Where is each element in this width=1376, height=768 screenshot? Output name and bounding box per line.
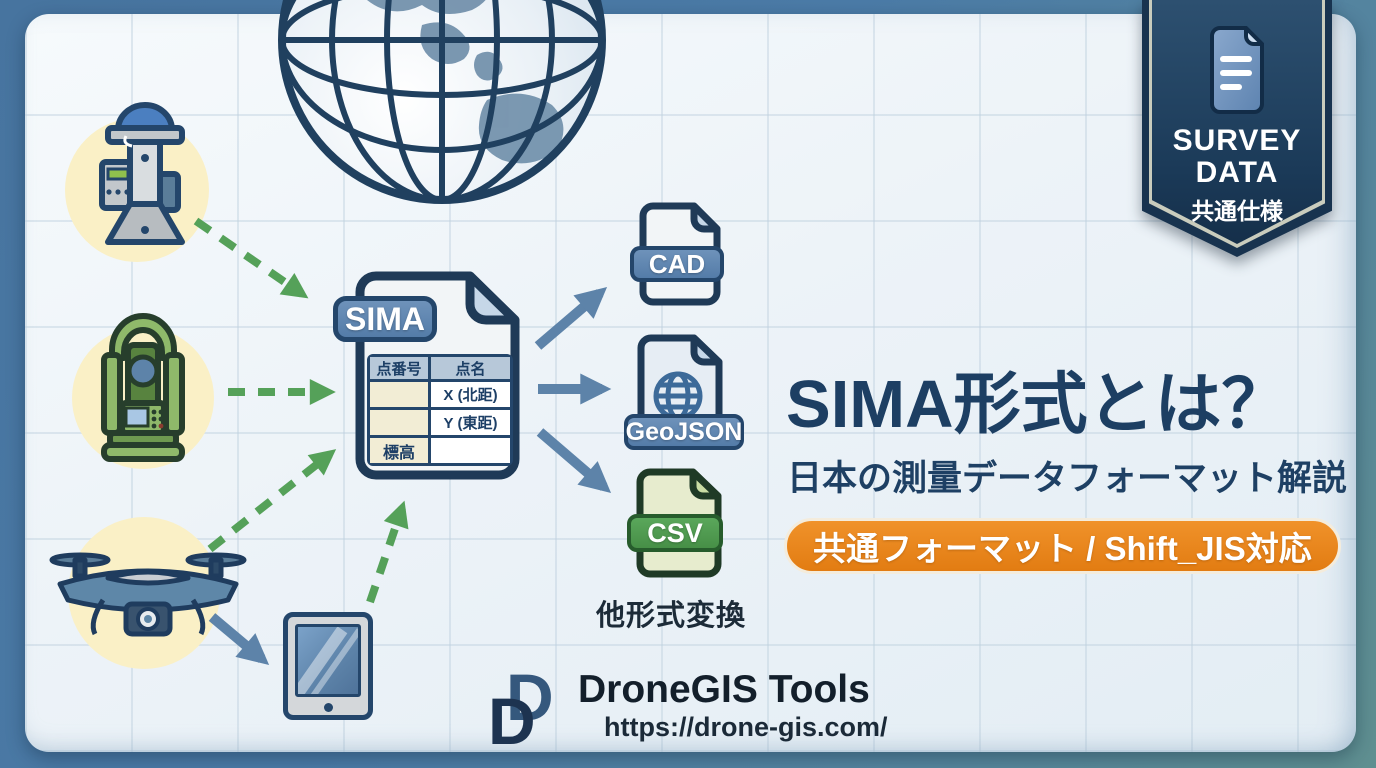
subtitle: 日本の測量データフォーマット解説	[787, 459, 1348, 498]
cad-file-icon: CAD	[630, 201, 724, 307]
globe-wireframe	[282, 0, 602, 200]
geojson-file-icon: GeoJSON	[624, 332, 744, 450]
ribbon-line-1: SURVEY	[1172, 124, 1302, 157]
tablet-icon	[283, 612, 373, 720]
svg-text:D: D	[506, 660, 554, 734]
sima-cell	[370, 382, 428, 407]
sima-cell: Y (東距)	[431, 410, 510, 435]
total-station-icon	[101, 313, 185, 462]
csv-label: CSV	[627, 514, 723, 552]
survey-data-ribbon: SURVEY DATA 共通仕様	[1142, 0, 1332, 257]
sima-cell	[431, 438, 510, 463]
globe-glyph-icon	[653, 371, 703, 421]
sima-table: 点番号 点名 X (北距) Y (東距) 標高	[367, 354, 513, 466]
ribbon-line-2: DATA	[1195, 156, 1279, 189]
brand-name: DroneGIS Tools	[578, 668, 870, 711]
sima-format-label: SIMA	[333, 296, 437, 342]
svg-text:D: D	[488, 684, 536, 750]
sima-cell: X (北距)	[431, 382, 510, 407]
sima-file-card: SIMA 点番号 点名 X (北距) Y (東距) 標高	[333, 268, 523, 483]
geojson-label: GeoJSON	[624, 414, 744, 450]
csv-file-icon: CSV	[627, 466, 723, 580]
dronegis-d-logo-icon: D D	[488, 660, 554, 750]
sima-cell	[370, 410, 428, 435]
document-icon	[1210, 26, 1264, 114]
outputs-caption: 他形式変換	[596, 600, 747, 632]
ribbon-line-3: 共通仕様	[1191, 198, 1283, 224]
green-dashed-arrows	[193, 217, 409, 604]
blue-arrows	[208, 286, 612, 665]
sima-cell: 標高	[370, 438, 428, 463]
main-title: SIMA形式とは？	[786, 367, 1289, 442]
gnss-receiver-icon	[99, 102, 185, 245]
cad-label: CAD	[630, 246, 724, 282]
sima-col-header: 点番号	[370, 357, 428, 379]
brand-url: https://drone-gis.com/	[604, 712, 888, 742]
encoding-badge: 共通フォーマット / Shift_JIS対応	[784, 518, 1341, 574]
globe-icon	[278, 0, 606, 204]
sima-col-header: 点名	[431, 357, 510, 379]
drone-icon	[49, 552, 247, 637]
